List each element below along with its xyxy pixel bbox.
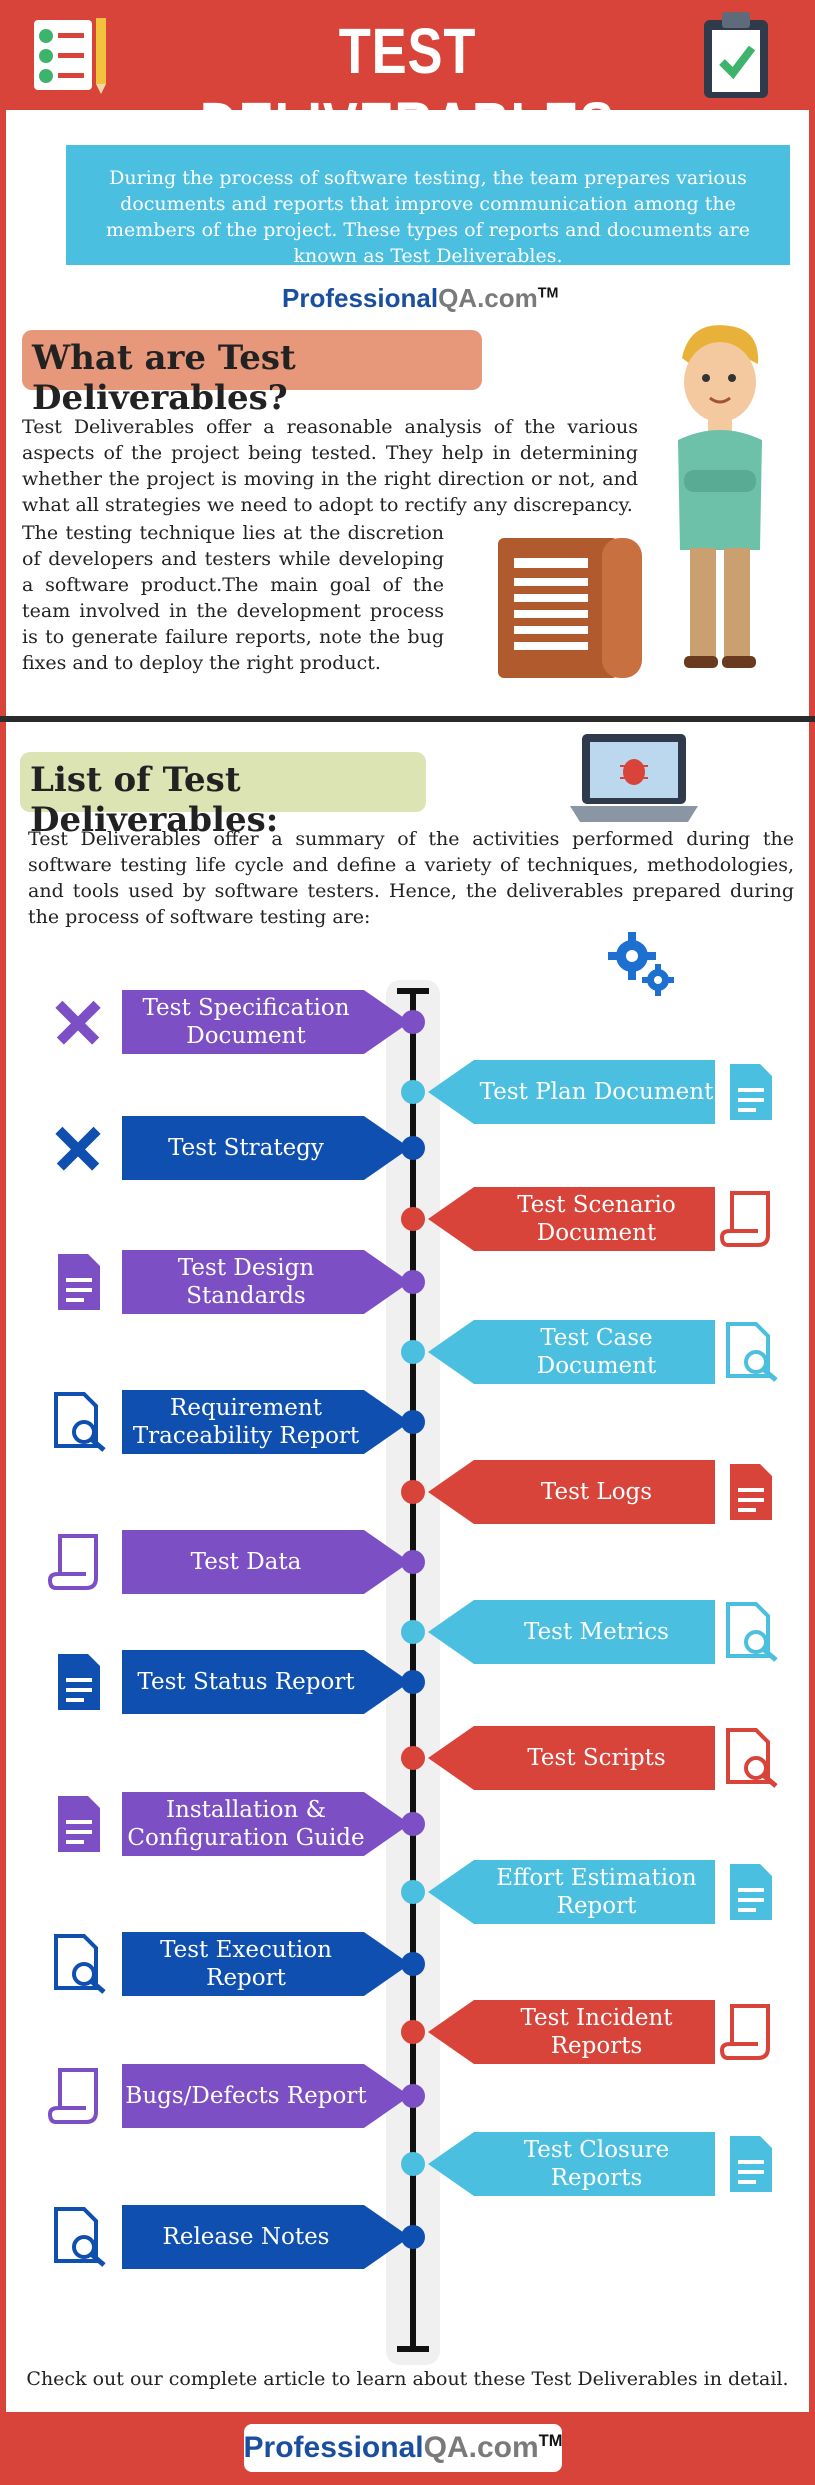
clipboard-check-icon [704,12,768,98]
timeline-node [401,1010,425,1034]
search-document-icon [726,1322,778,1382]
deliverable-label: Test Specification Document [142,995,350,1049]
magnifier-document-icon [54,1392,106,1452]
search-document-icon [54,1934,106,1994]
timeline-node [401,1952,425,1976]
deliverable-label: Test Metrics [524,1619,669,1645]
timeline-node [401,1670,425,1694]
gears-icon [608,932,674,996]
left-deliverable-8: Test Execution Report [122,1932,410,1996]
laptop-bug-icon [570,734,698,822]
deliverable-label: Test Case Document [536,1325,657,1379]
timeline-node [401,2225,425,2249]
timeline-node [401,1746,425,1770]
deliverable-label: Requirement Traceability Report [132,1395,360,1449]
timeline-top-cap [397,988,429,994]
person-illustration [678,325,762,668]
timeline-node [401,1207,425,1231]
left-deliverable-10: Release Notes [122,2205,410,2269]
timeline-node [401,1550,425,1574]
left-deliverable-6: Test Status Report [122,1650,410,1714]
header-banner: TEST DELIVERABLES [0,0,815,161]
intro-banner: During the process of software testing, … [66,145,790,267]
section-heading-list: List of Test Deliverables: [20,752,426,840]
document-icon [730,2136,772,2192]
deliverable-label: Test Scenario Document [517,1192,676,1246]
right-deliverable-4: Test Logs [428,1460,715,1524]
document-icon [730,1464,772,1520]
right-deliverable-9: Test Closure Reports [428,2132,715,2196]
page-title: TEST DELIVERABLES [199,15,616,161]
deliverable-label: Test Logs [540,1479,653,1505]
search-document-icon [54,2207,106,2267]
document-icon [730,1864,772,1920]
pencil-ruler-icon [55,1000,101,1045]
right-deliverable-2: Test Scenario Document [428,1187,715,1251]
left-deliverable-9: Bugs/Defects Report [122,2064,410,2128]
timeline-node [401,1340,425,1364]
section-heading-what: What are Test Deliverables? [22,330,482,418]
deliverable-label: Test Incident Reports [520,2005,673,2059]
deliverable-label: Test Scripts [527,1745,666,1771]
timeline-node [401,1136,425,1160]
timeline-node [401,1480,425,1504]
timeline-node [401,1410,425,1434]
timeline-node [401,1880,425,1904]
timeline-bottom-cap [397,2346,429,2352]
timeline-node [401,2152,425,2176]
footer-note: Check out our complete article to learn … [26,2368,789,2390]
document-icon [58,1654,100,1710]
document-icon [58,1796,100,1852]
document-icon [730,1064,772,1120]
right-deliverable-7: Effort Estimation Report [428,1860,715,1924]
timeline-node [401,1620,425,1644]
timeline-node [401,2084,425,2108]
right-deliverable-5: Test Metrics [428,1600,715,1664]
brand-logo: ProfessionalQA.comTM [282,283,559,313]
checklist-icon [34,18,106,94]
right-deliverable-8: Test Incident Reports [428,2000,715,2064]
deliverable-label: Effort Estimation Report [496,1865,697,1919]
left-deliverable-2: Test Strategy [122,1116,410,1180]
timeline-node [401,1812,425,1836]
section-divider [0,716,815,722]
deliverable-label: Test Strategy [168,1135,324,1161]
left-deliverable-7: Installation & Configuration Guide [122,1792,410,1856]
timeline-node [401,1270,425,1294]
scroll-icon [719,1191,770,1247]
scroll-icon [47,2068,98,2124]
footer-logo: ProfessionalQA.comTM [244,2424,562,2472]
section1-paragraph-1: Test Deliverables offer a reasonable ana… [22,416,638,516]
newspaper-illustration [498,538,642,678]
deliverable-label: Bugs/Defects Report [125,2083,367,2109]
right-deliverable-1: Test Plan Document [428,1060,715,1124]
left-deliverable-3: Test Design Standards [122,1250,410,1314]
left-deliverable-5: Test Data [122,1530,410,1594]
scroll-icon [719,2004,770,2060]
timeline-node [401,1080,425,1104]
deliverable-label: Installation & Configuration Guide [127,1797,365,1851]
deliverable-label: Test Status Report [137,1669,355,1695]
right-deliverable-3: Test Case Document [428,1320,715,1384]
deliverable-label: Test Design Standards [177,1255,315,1309]
deliverable-label: Test Data [190,1549,302,1575]
section2-paragraph: Test Deliverables offer a summary of the… [28,828,794,928]
document-icon [58,1254,100,1310]
search-document-icon [726,1728,778,1788]
deliverable-label: Test Closure Reports [523,2137,670,2191]
pencil-ruler-icon [55,1126,101,1171]
search-document-icon [726,1602,778,1662]
section1-paragraph-2: The testing technique lies at the discre… [22,522,444,674]
deliverable-label: Test Execution Report [160,1937,332,1991]
scroll-icon [47,1534,98,1590]
timeline-node [401,2020,425,2044]
right-deliverable-6: Test Scripts [428,1726,715,1790]
left-deliverable-4: Requirement Traceability Report [122,1390,410,1454]
deliverable-label: Release Notes [162,2224,330,2250]
left-deliverable-1: Test Specification Document [122,990,410,1054]
deliverable-label: Test Plan Document [479,1079,714,1105]
